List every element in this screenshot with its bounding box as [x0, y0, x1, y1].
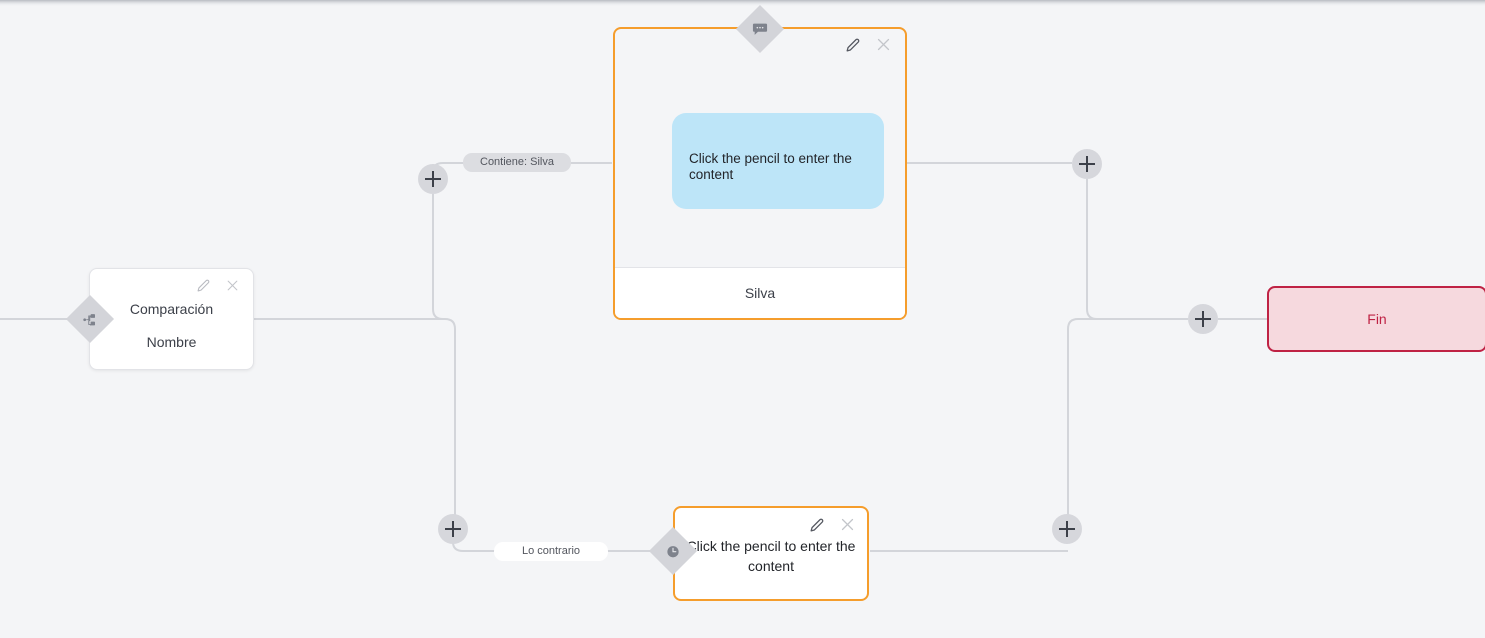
node-message-top-toolbar[interactable]	[846, 37, 891, 52]
pencil-icon[interactable]	[846, 38, 860, 52]
edge-merge-top	[1086, 179, 1188, 320]
node-end[interactable]: Fin	[1267, 286, 1485, 352]
node-comparison-title: Comparación	[129, 301, 214, 317]
clock-icon-handle[interactable]	[648, 526, 698, 576]
add-node-before-end[interactable]	[1188, 304, 1218, 334]
add-node-after-message-bottom[interactable]	[1052, 514, 1082, 544]
node-message-top[interactable]: Click the pencil to enter the content Si…	[613, 27, 907, 320]
pencil-icon[interactable]	[810, 518, 824, 532]
edge-false-to-label	[452, 541, 497, 552]
edge-compare-out	[254, 318, 456, 330]
node-message-bottom-toolbar[interactable]	[810, 517, 855, 532]
message-text-bottom[interactable]: Click the pencil to enter the content	[686, 538, 856, 574]
node-message-bottom[interactable]: Click the pencil to enter the content	[673, 506, 869, 601]
branch-icon	[83, 312, 98, 327]
message-bubble-top[interactable]: Click the pencil to enter the content	[672, 113, 884, 209]
edge-label-branch-true[interactable]: Contiene: Silva	[463, 153, 571, 172]
edge-merge-bottom	[1067, 318, 1188, 529]
close-icon[interactable]	[876, 37, 891, 52]
node-message-top-footer: Silva	[615, 267, 905, 318]
clock-icon	[666, 544, 681, 559]
add-node-branch-true[interactable]	[418, 164, 448, 194]
close-icon[interactable]	[226, 279, 239, 292]
edge-branch-false-down	[444, 329, 456, 530]
chat-bubble-icon-handle[interactable]	[735, 4, 785, 54]
pencil-icon[interactable]	[197, 279, 210, 292]
edge-label-branch-false[interactable]: Lo contrario	[494, 542, 608, 561]
close-icon[interactable]	[840, 517, 855, 532]
chat-bubble-icon	[752, 21, 768, 37]
add-node-after-message-top[interactable]	[1072, 149, 1102, 179]
edge-branch-true-up	[432, 194, 444, 320]
node-end-label: Fin	[1367, 311, 1387, 327]
node-comparison-toolbar[interactable]	[197, 279, 239, 292]
node-comparison-subtitle: Nombre	[146, 334, 197, 350]
branch-icon-handle[interactable]	[65, 294, 115, 344]
add-node-branch-false[interactable]	[438, 514, 468, 544]
